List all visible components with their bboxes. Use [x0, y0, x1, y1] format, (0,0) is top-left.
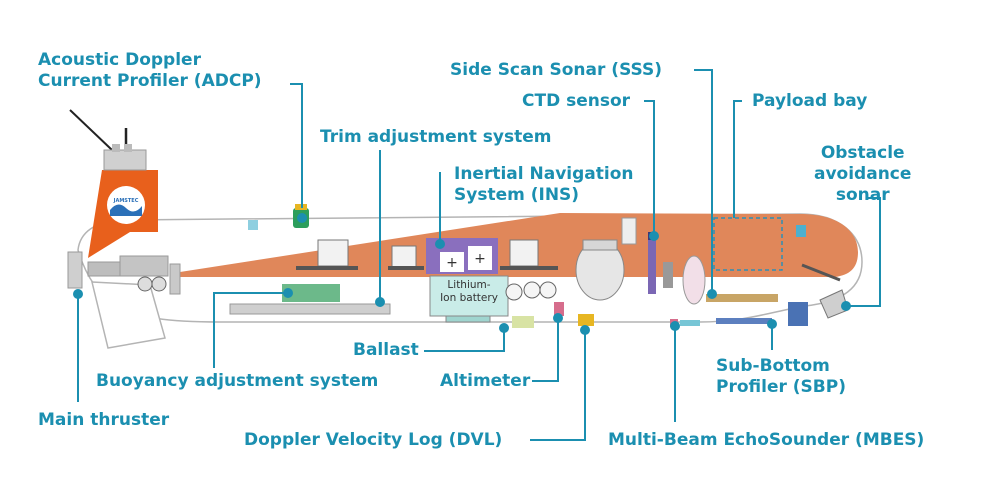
tail-shaft [87, 261, 123, 277]
sbp-transducer [716, 318, 772, 324]
tail-bracket [169, 263, 181, 295]
label-sbp: Sub-Bottom Profiler (SBP) [716, 356, 846, 397]
label-trim: Trim adjustment system [320, 127, 552, 147]
sss-transducer [706, 294, 778, 302]
dot-sbp [767, 319, 777, 329]
dot-adcp [297, 213, 307, 223]
top-fitting [248, 220, 258, 230]
logo-text: JAMSTEC [113, 198, 139, 204]
payload-bay-outline [713, 217, 783, 271]
battery-label: Lithium- Ion battery [440, 279, 498, 304]
altimeter-unit [554, 302, 564, 316]
label-ctd: CTD sensor [522, 91, 631, 111]
trim-rail [296, 266, 358, 270]
lower-rudder [91, 281, 166, 349]
leader-buoyancy [213, 292, 286, 368]
nose-block [788, 302, 808, 326]
ins-plus-2: + [474, 251, 486, 267]
leader-altimeter [532, 316, 559, 382]
leader-ctd [644, 100, 655, 236]
mbes-bar [680, 320, 700, 326]
logo-wave [110, 204, 142, 216]
instrument-cylinder [682, 255, 706, 305]
label-ballast: Ballast [353, 340, 419, 360]
antenna-diagonal [69, 109, 113, 151]
ins-cell-2 [468, 246, 492, 270]
gear-2 [151, 276, 167, 292]
dot-mbes [670, 321, 680, 331]
antenna-base [103, 149, 147, 171]
trim-box-2 [391, 245, 417, 269]
dot-obstacle [841, 301, 851, 311]
dot-trim [375, 297, 385, 307]
dot-buoyancy [283, 288, 293, 298]
label-main-thruster: Main thruster [38, 410, 170, 430]
leader-dvl [530, 328, 586, 441]
buoyancy-tank [282, 284, 340, 302]
antenna-cap-1 [112, 144, 120, 152]
electronics-rail [500, 266, 558, 270]
thruster-motor [119, 255, 169, 277]
obstacle-arm [801, 263, 841, 282]
gauge-1 [505, 283, 523, 301]
gauge-2 [523, 281, 541, 299]
dot-ctd [649, 231, 659, 241]
payload-sensor [796, 225, 806, 237]
dvl-unit [578, 314, 594, 326]
ins-cell-1 [440, 252, 464, 272]
propeller [67, 251, 83, 289]
label-mbes: Multi-Beam EchoSounder (MBES) [608, 430, 925, 450]
callout-dots [73, 213, 851, 335]
dot-altimeter [553, 313, 563, 323]
dot-dvl [580, 325, 590, 335]
battery-pack [429, 275, 509, 317]
leader-obstacle [846, 197, 881, 307]
label-payload: Payload bay [752, 91, 868, 111]
sphere-cap [582, 239, 618, 251]
leader-ballast [424, 330, 505, 352]
mast-fitting [621, 217, 637, 245]
label-obstacle: Obstacle avoidance sonar [814, 143, 912, 205]
dot-ballast [499, 323, 509, 333]
callout-lines [77, 69, 881, 441]
label-altimeter: Altimeter [440, 371, 531, 391]
leader-payload [733, 100, 742, 218]
sss-housing [663, 262, 673, 288]
gauge-3 [539, 281, 557, 299]
trim-rail-2 [388, 266, 424, 270]
gear-1 [137, 276, 153, 292]
leader-adcp [290, 83, 303, 208]
dot-ins [435, 239, 445, 249]
ctd-sensor [648, 232, 656, 294]
ballast-weight [512, 316, 534, 328]
label-sss: Side Scan Sonar (SSS) [450, 60, 663, 80]
battery-base [445, 315, 491, 323]
label-dvl: Doppler Velocity Log (DVL) [244, 430, 503, 450]
ins-plus-1: + [446, 255, 458, 271]
label-adcp: Acoustic Doppler Current Profiler (ADCP) [38, 50, 262, 91]
trim-box-1 [317, 239, 349, 267]
label-buoyancy: Buoyancy adjustment system [96, 371, 379, 391]
leader-sss [694, 69, 713, 294]
dot-main-thruster [73, 289, 83, 299]
dot-sss [707, 289, 717, 299]
buoyancy-rod [229, 303, 391, 315]
label-ins: Inertial Navigation System (INS) [454, 164, 634, 205]
electronics-box [509, 239, 539, 267]
antenna-cap-2 [124, 144, 132, 152]
logo-circle [107, 186, 145, 224]
